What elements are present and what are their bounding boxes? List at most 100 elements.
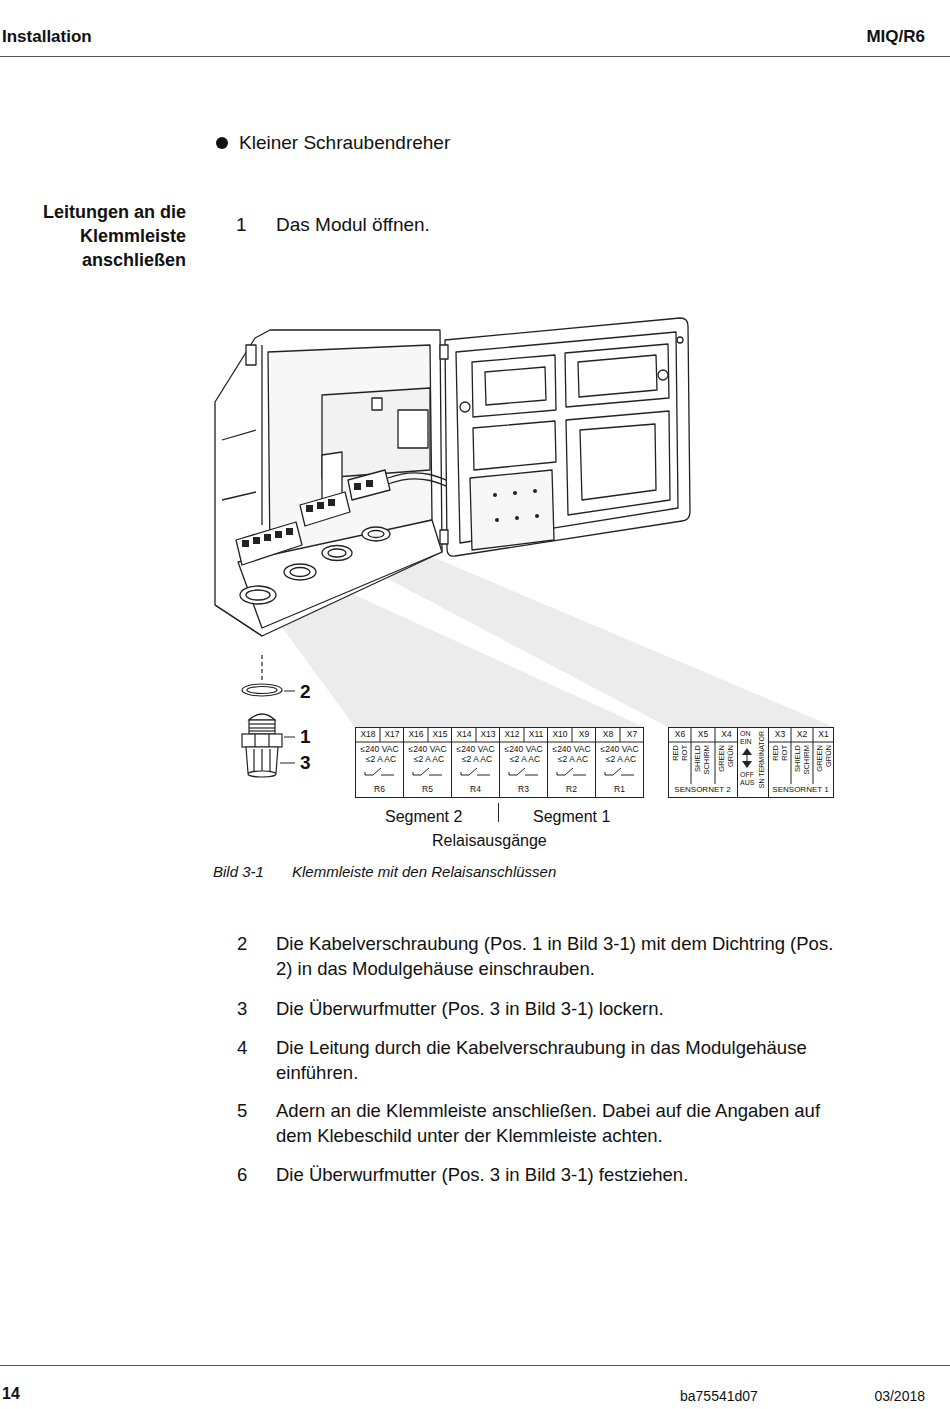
relay-terminal-group: X10X9≤240 VAC≤2 A ACR2 [547, 727, 596, 798]
cell-divider [769, 742, 834, 743]
module-housing-part [322, 546, 352, 561]
terminal-number: X12 [504, 730, 519, 739]
terminator-switch: ONEINOFFAUSSN TERMINATOR [737, 727, 769, 798]
module-housing-part-part [242, 540, 249, 547]
module-housing-part [362, 527, 390, 541]
switch-state: EIN [740, 738, 752, 746]
module-lid-part [445, 318, 690, 556]
module-housing-part [246, 345, 256, 365]
module-housing-part [300, 492, 350, 526]
step-text: Adern an die Klemmleiste anschließen. Da… [276, 1098, 841, 1148]
module-housing-part-part [354, 483, 361, 490]
module-housing-part [238, 520, 442, 628]
rating-text: ≤2 A AC [510, 755, 540, 764]
module-housing-part-part [286, 528, 293, 535]
wire-color: RED [671, 745, 680, 761]
bus-name: SENSORNET 1 [772, 786, 828, 795]
relay-name: R4 [470, 785, 481, 794]
module-housing-part-part [317, 502, 324, 509]
module-housing-part [246, 590, 270, 600]
module-lid-part [677, 337, 683, 343]
sensornet-terminal-group: X3X2X1REDROTSHIELDSCHIRMGREENGRÜNSENSORN… [768, 727, 834, 798]
cell-divider [691, 728, 692, 784]
rating-text: ≤240 VAC [360, 745, 398, 754]
terminal-number: X11 [529, 730, 544, 739]
cable-gland-part [269, 749, 270, 771]
module-housing-part [372, 398, 382, 410]
module-lid-part-part [533, 489, 537, 493]
cell-divider [791, 728, 792, 784]
module-lid-part [440, 530, 448, 544]
step-text: Die Leitung durch die Kabelverschraubung… [276, 1035, 841, 1085]
switch-arrow [742, 761, 752, 768]
module-housing-part-part [306, 505, 313, 512]
terminal-number: X10 [552, 730, 567, 739]
relay-contact-symbol [381, 775, 394, 776]
module-housing-part [348, 470, 390, 500]
module-lid-part [470, 470, 554, 550]
module-housing-part-part [264, 534, 271, 541]
step-number: 4 [237, 1035, 247, 1060]
cable-gland-part [261, 655, 262, 681]
step-text: Die Überwurfmutter (Pos. 3 in Bild 3-1) … [276, 996, 841, 1021]
rating-text: ≤2 A AC [462, 755, 492, 764]
cell-divider [669, 742, 738, 743]
relay-contact-symbol [461, 772, 462, 775]
switch-state: ON [740, 730, 751, 738]
leader-line-part [284, 737, 295, 738]
wire-color: SHIELD [793, 745, 802, 772]
segment-label: Segment 2 [385, 807, 462, 827]
module-lid-part-part [513, 491, 517, 495]
relay-contact-symbol [605, 772, 606, 775]
terminal-number: X16 [408, 730, 423, 739]
cell-divider [524, 728, 525, 742]
module-housing-part-part [366, 480, 373, 487]
terminal-number: X6 [675, 730, 685, 739]
terminal-number: X7 [627, 730, 637, 739]
module-lid-part [473, 421, 556, 470]
cable-gland-part [242, 684, 282, 696]
module-lid-part [565, 344, 669, 407]
terminal-number: X13 [480, 730, 495, 739]
relay-name: R3 [518, 785, 529, 794]
module-lid-part [440, 345, 448, 359]
relay-contact-symbol [365, 772, 366, 775]
callout-number: 1 [300, 725, 311, 749]
module-lid-part [578, 355, 657, 397]
running-header: Installation [2, 26, 92, 47]
module-housing-part [215, 605, 262, 636]
module-lid-part [580, 424, 656, 500]
module-housing-part [398, 410, 428, 448]
cable-gland-part [254, 734, 255, 747]
module-housing-part [222, 430, 256, 440]
relay-contact-symbol [413, 768, 429, 775]
wire-color: SCHIRM [802, 745, 811, 775]
wire-color: SCHIRM [702, 745, 711, 775]
running-header: MIQ/R6 [825, 26, 925, 47]
module-housing-part-part [275, 531, 282, 538]
terminal-number: X15 [432, 730, 447, 739]
cable-gland-part [249, 714, 275, 720]
cable-gland-part [242, 734, 282, 747]
rating-text: ≤240 VAC [456, 745, 494, 754]
wire-color: GRÜN [726, 745, 735, 767]
wire-color: SHIELD [693, 745, 702, 772]
rating-text: ≤240 VAC [504, 745, 542, 754]
step-number: 6 [237, 1162, 247, 1187]
cell-divider [813, 728, 814, 784]
relay-terminal-group: X16X15≤240 VAC≤2 A ACR5 [403, 727, 452, 798]
wire-color: GREEN [815, 745, 824, 772]
relay-contact-symbol [621, 775, 634, 776]
step-text: Die Überwurfmutter (Pos. 3 in Bild 3-1) … [276, 1162, 841, 1187]
switch-name: SN TERMINATOR [757, 731, 766, 788]
document-date: 03/2018 [825, 1387, 925, 1405]
module-lid-part [460, 402, 470, 412]
relay-name: R6 [374, 785, 385, 794]
rating-text: ≤240 VAC [600, 745, 638, 754]
terminal-number: X1 [818, 730, 828, 739]
cell-divider [620, 728, 621, 742]
terminal-number: X14 [456, 730, 471, 739]
switch-state: OFF [740, 771, 754, 779]
module-lid-part [493, 489, 539, 522]
relay-terminal-group: X14 X13 ≤240 VAC≤2 A AC R4 [451, 727, 500, 798]
